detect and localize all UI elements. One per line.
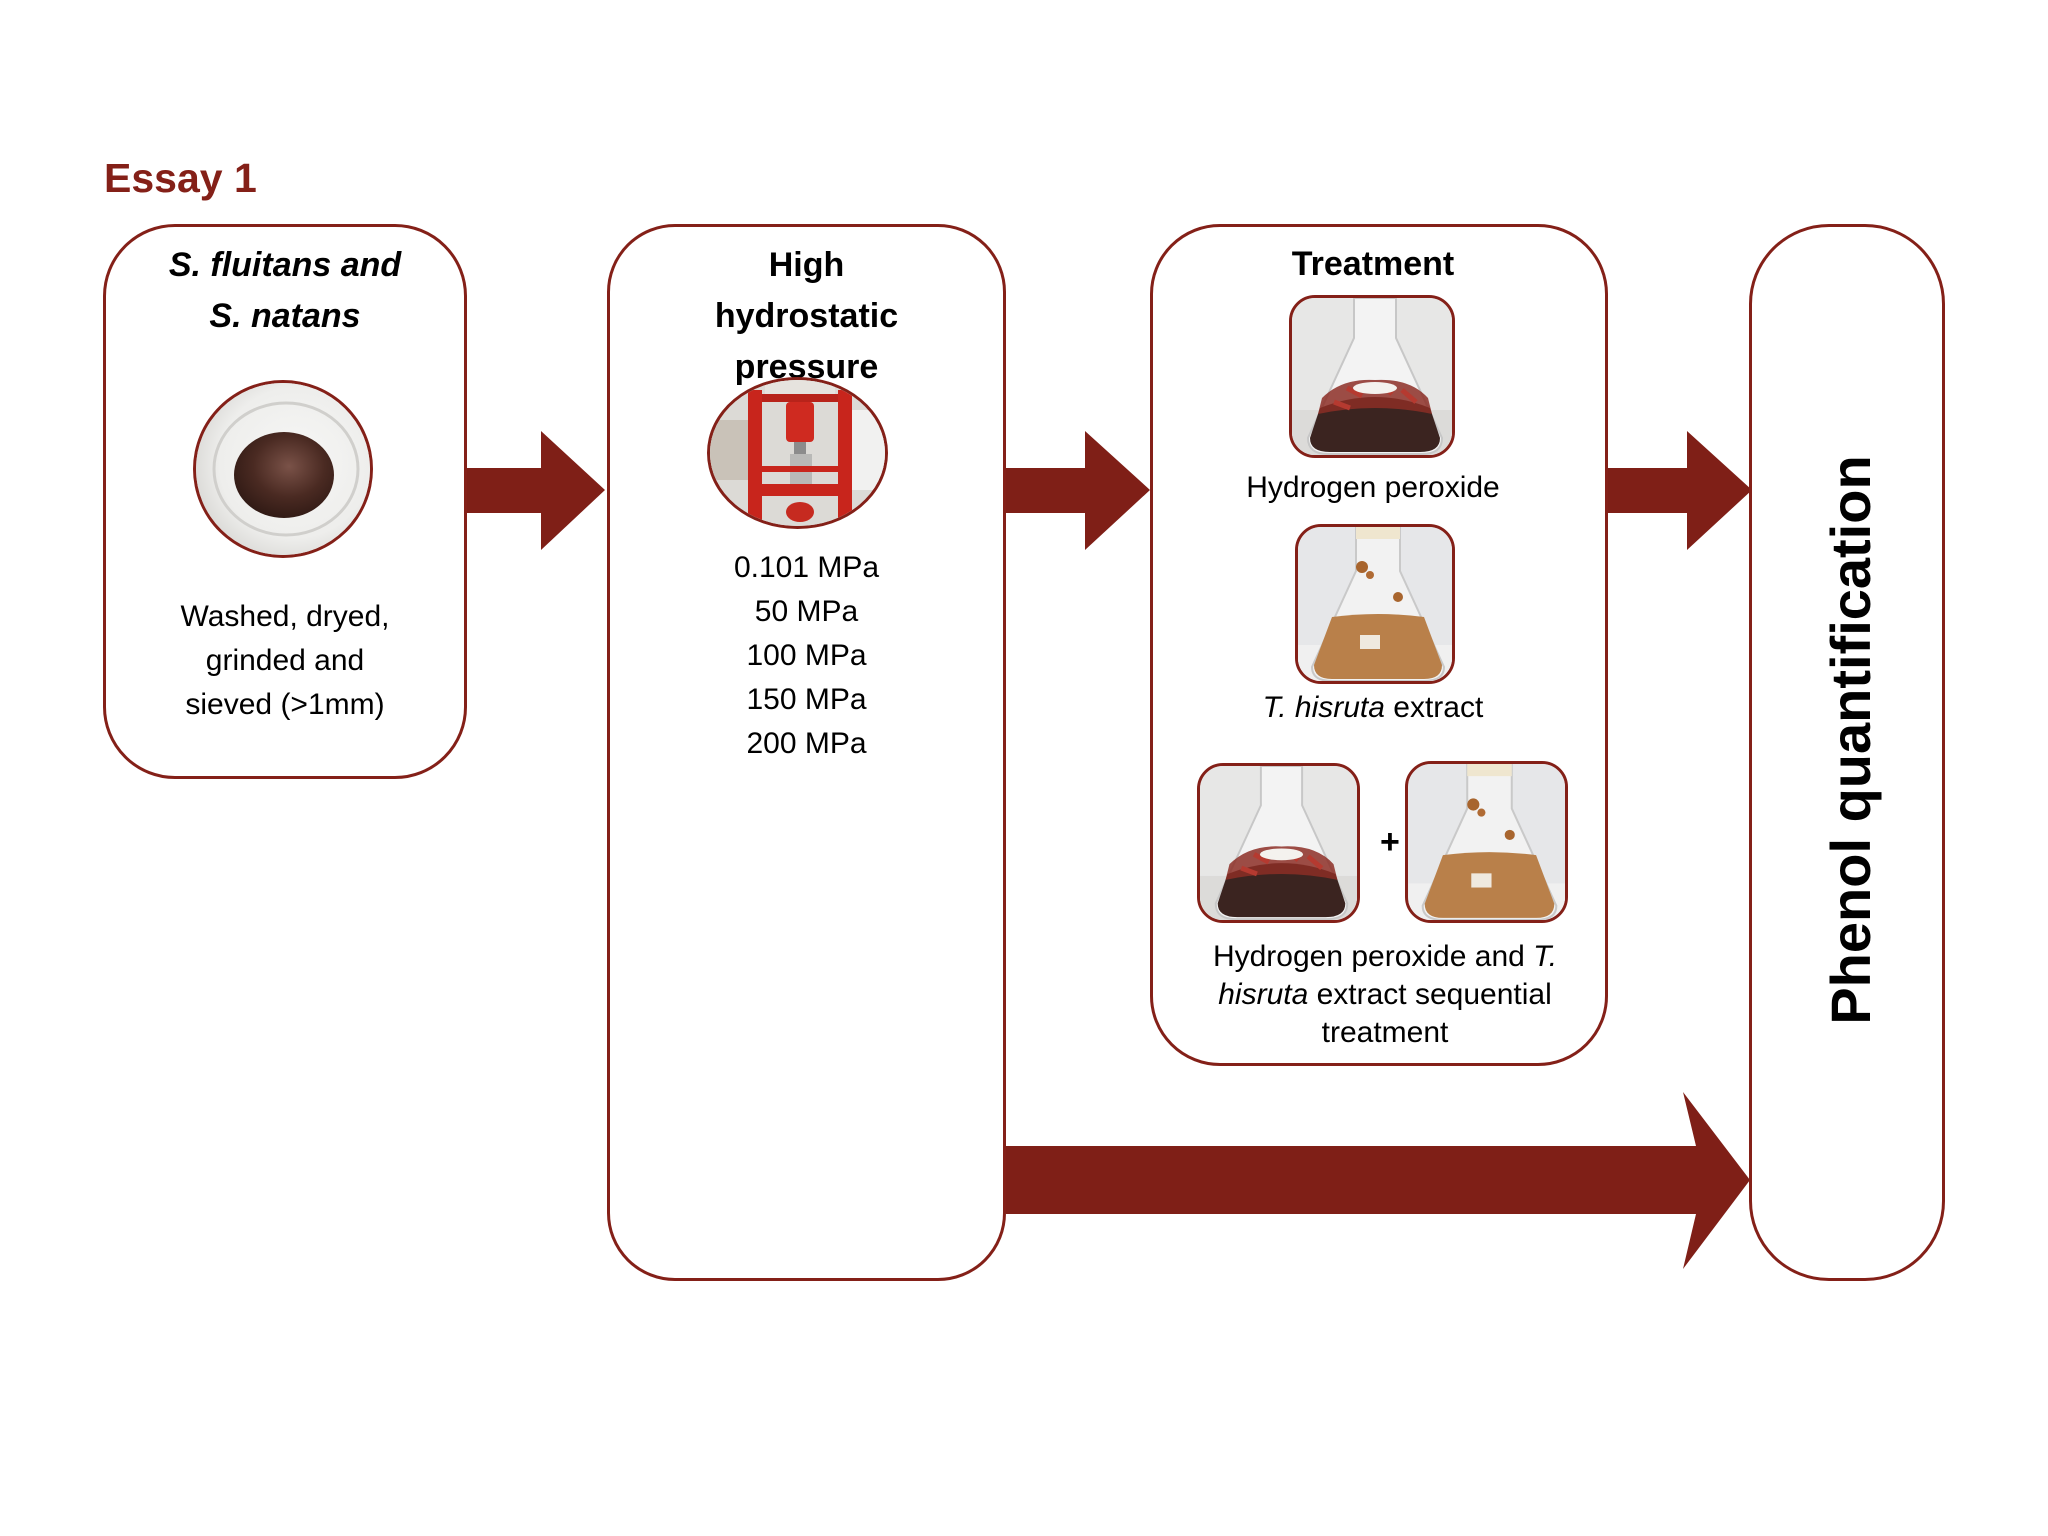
pressure-value: 100 MPa: [746, 639, 867, 672]
flask-peroxide-icon: [1292, 298, 1452, 455]
combined-peroxide-flask-photo: [1197, 763, 1360, 923]
arrow-treatment-to-quantification: [1608, 431, 1752, 550]
label-text: extract sequential: [1308, 978, 1552, 1011]
t-hisruta-extract-label: T. hisruta extract: [1150, 690, 1596, 726]
pressure-value: 0.101 MPa: [733, 551, 880, 584]
hydraulic-press-icon: [710, 380, 885, 526]
hhp-title-line: hydrostatic: [714, 297, 899, 335]
label-line: treatment: [1321, 1016, 1449, 1049]
arrow-raw-to-hhp: [463, 431, 605, 550]
sequential-treatment-label: Hydrogen peroxide and T. hisruta extract…: [1180, 938, 1590, 1052]
treatment-title: Treatment: [1291, 245, 1455, 283]
description-line: grinded and: [205, 644, 365, 677]
arrow-hhp-to-quantification: [1006, 1092, 1750, 1269]
label-line: hisruta extract sequential: [1180, 976, 1590, 1014]
seaweed-powder-icon: [196, 383, 370, 555]
hydraulic-press-photo: [707, 377, 888, 529]
pressure-value: 200 MPa: [746, 727, 867, 760]
flask-peroxide-icon: [1200, 766, 1357, 920]
raw-material-title-line: S. fluitans and: [168, 246, 402, 284]
label-line: Hydrogen peroxide and T.: [1180, 938, 1590, 976]
species-name: hisruta: [1218, 978, 1309, 1011]
pressure-value: 50 MPa: [754, 595, 859, 628]
hhp-title-line: High: [768, 246, 845, 284]
raw-material-description: Washed, dryed, grinded and sieved (>1mm): [103, 595, 467, 727]
step-phenol-quantification: [1749, 224, 1945, 1281]
phenol-quantification-label: Phenol quantification: [1819, 455, 1882, 1025]
essay-title: Essay 1: [104, 155, 257, 201]
combined-extract-flask-photo: [1405, 761, 1568, 923]
raw-material-title: S. fluitans and S. natans: [103, 240, 467, 342]
label-text: Hydrogen peroxide and: [1212, 940, 1534, 973]
description-line: Washed, dryed,: [180, 600, 390, 633]
mortar-bowl-photo: [193, 380, 373, 558]
flask-extract-icon: [1298, 527, 1452, 681]
raw-material-title-line: S. natans: [209, 297, 361, 335]
hydrogen-peroxide-flask-photo: [1289, 295, 1455, 458]
species-name: T. hisruta: [1262, 691, 1385, 724]
flask-extract-icon: [1408, 764, 1565, 920]
hhp-title: High hydrostatic pressure: [607, 240, 1006, 393]
t-hisruta-extract-flask-photo: [1295, 524, 1455, 684]
description-line: sieved (>1mm): [185, 688, 385, 721]
species-abbrev: T.: [1533, 940, 1558, 973]
hydrogen-peroxide-label: Hydrogen peroxide: [1246, 471, 1500, 504]
plus-sign: +: [1380, 823, 1400, 861]
pressure-list: 0.101 MPa 50 MPa 100 MPa 150 MPa 200 MPa: [607, 546, 1006, 766]
arrow-hhp-to-treatment: [1006, 431, 1150, 550]
label-suffix: extract: [1384, 691, 1484, 724]
pressure-value: 150 MPa: [746, 683, 867, 716]
